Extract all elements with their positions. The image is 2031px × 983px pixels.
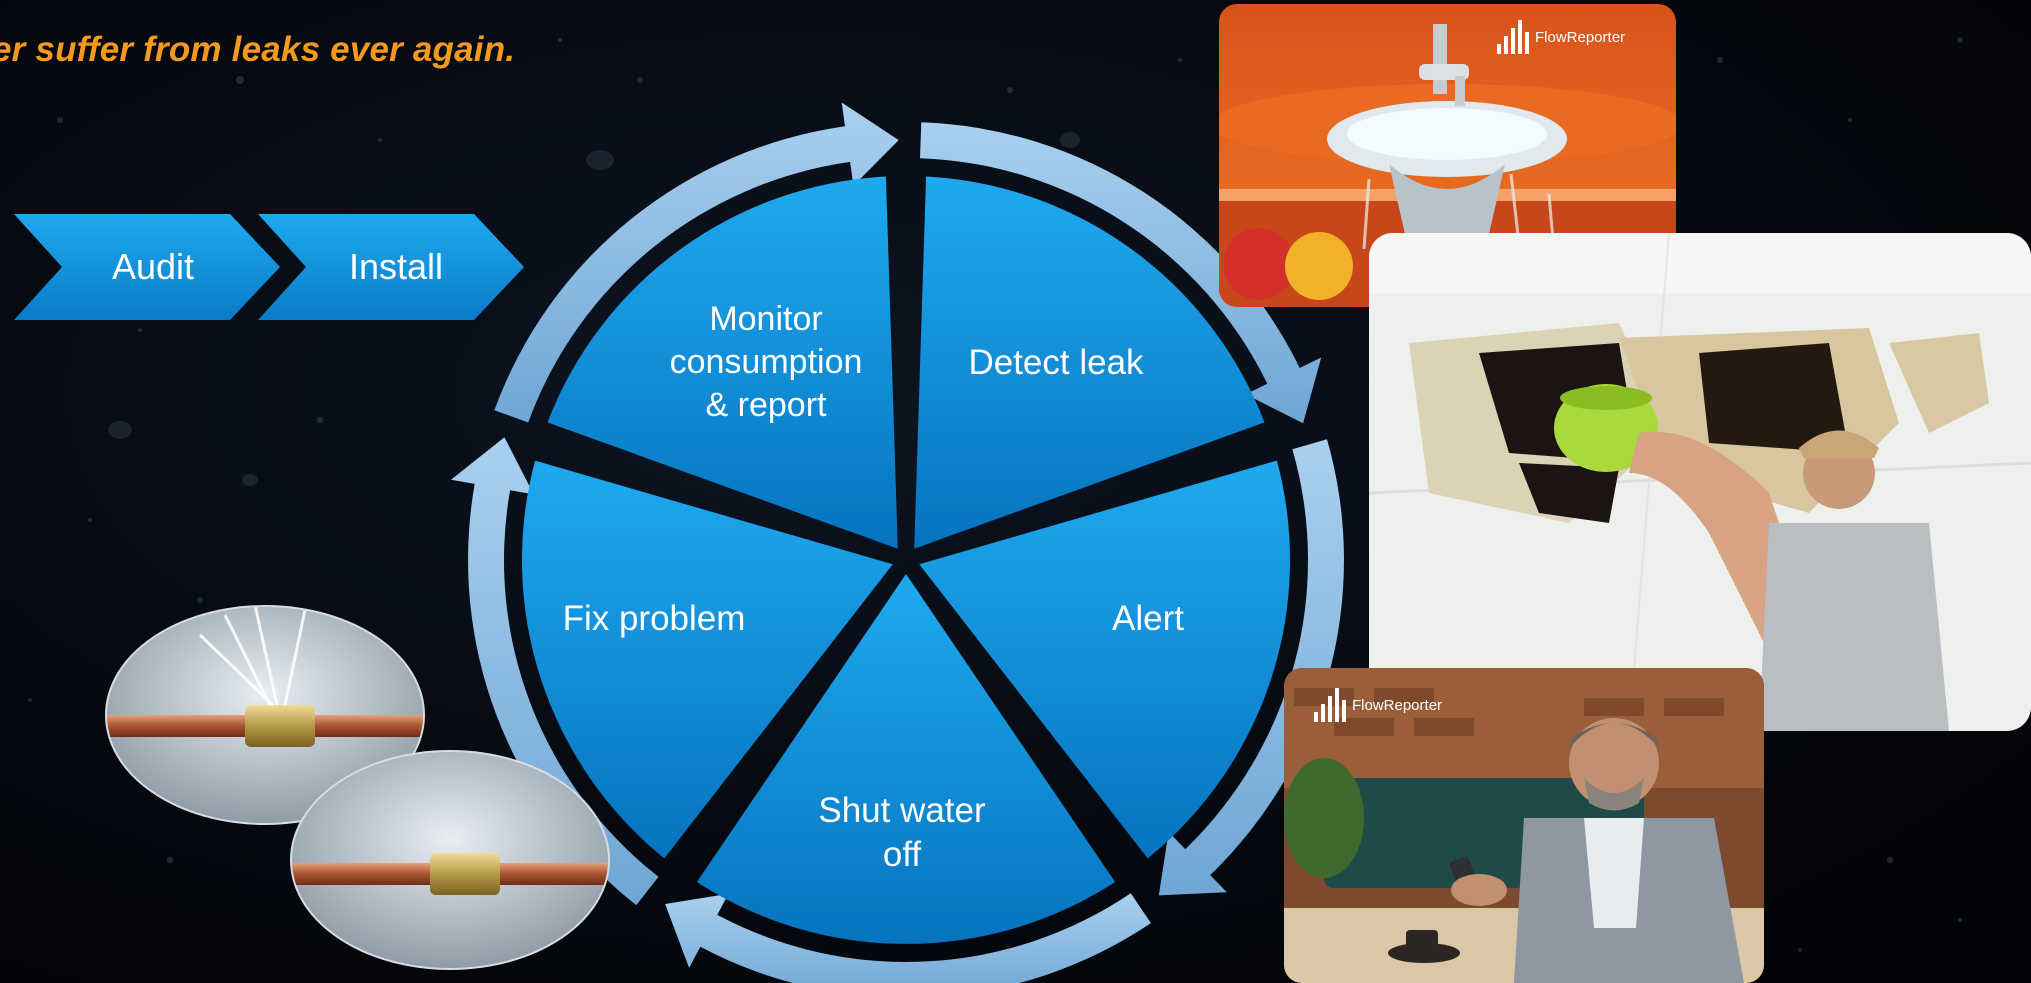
segment-monitor-label: Monitor consumption & report bbox=[670, 300, 863, 424]
segment-alert-label: Alert bbox=[1112, 599, 1184, 638]
chevron-audit: Audit bbox=[14, 214, 280, 320]
process-chevrons: Audit Install bbox=[14, 214, 524, 320]
chevron-audit-label: Audit bbox=[112, 246, 194, 287]
segment-monitor-line-3: & report bbox=[706, 386, 827, 424]
tagline: er suffer from leaks ever again. bbox=[0, 30, 516, 69]
pipe-leak-images bbox=[105, 605, 610, 970]
segment-detect-leak-label: Detect leak bbox=[968, 343, 1144, 382]
photo-man-with-phone-cafe: FlowReporter bbox=[1284, 668, 1764, 983]
segment-shut-water bbox=[696, 574, 1116, 944]
cycle-ring-arrows bbox=[451, 102, 1344, 983]
pipe-fixed-image bbox=[290, 750, 610, 970]
ring-arrow-shut-water bbox=[665, 893, 1151, 983]
cycle-diagram: Monitor consumption & report Detect leak… bbox=[451, 102, 1344, 983]
flowreporter-bars-icon bbox=[1314, 688, 1346, 722]
flowreporter-logo-cafe: FlowReporter bbox=[1314, 688, 1442, 722]
segment-detect-leak bbox=[914, 176, 1265, 549]
flowreporter-brand-text: FlowReporter bbox=[1352, 696, 1443, 714]
segment-fix-problem-label: Fix problem bbox=[563, 599, 746, 638]
segment-shut-water-line-2: off bbox=[883, 835, 922, 874]
segment-shut-water-line-1: Shut water bbox=[818, 791, 986, 830]
pipe-leaking-image bbox=[105, 605, 425, 825]
segment-monitor-line-2: consumption bbox=[670, 343, 863, 381]
ring-arrow-monitor bbox=[494, 102, 899, 423]
ring-arrow-fix-problem bbox=[451, 437, 659, 906]
photo-ceiling-leak-bucket bbox=[1369, 233, 2031, 731]
flowreporter-bars-icon bbox=[1497, 20, 1529, 54]
flowreporter-brand-text: FlowReporter bbox=[1535, 28, 1626, 46]
ring-arrow-alert bbox=[1158, 439, 1344, 896]
chevron-install: Install bbox=[258, 214, 524, 320]
flowreporter-logo-sink: FlowReporter bbox=[1497, 20, 1625, 54]
segment-fix-problem bbox=[522, 460, 893, 859]
segment-monitor bbox=[547, 176, 898, 549]
chevron-install-label: Install bbox=[349, 246, 443, 287]
segment-alert bbox=[919, 460, 1290, 859]
ring-arrow-detect-leak bbox=[920, 122, 1322, 424]
segment-monitor-line-1: Monitor bbox=[709, 300, 822, 338]
segment-shut-water-label: Shut water off bbox=[818, 791, 986, 874]
cycle-segments bbox=[522, 176, 1290, 944]
